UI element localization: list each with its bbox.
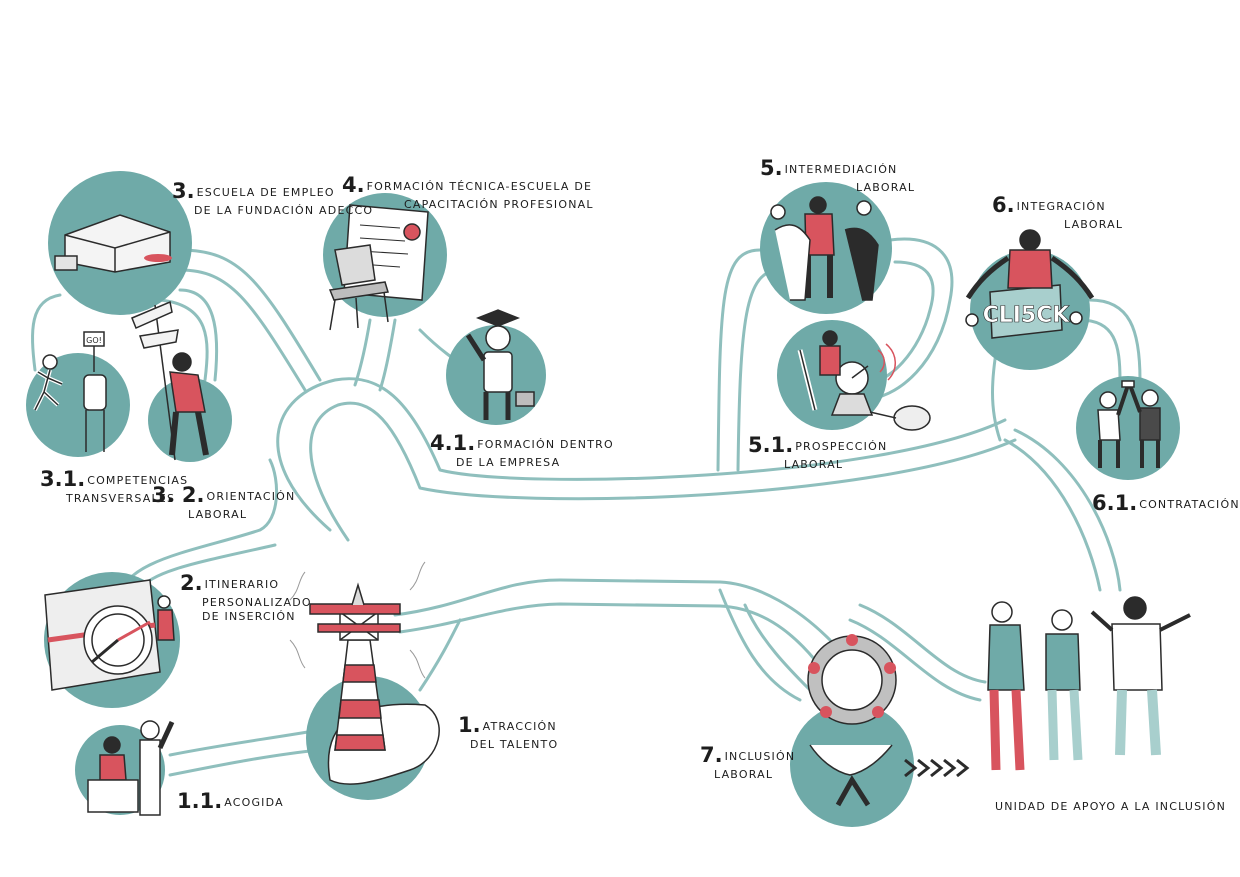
label-s41-number: 4.1. — [430, 431, 476, 455]
label-s61-number: 6.1. — [1092, 491, 1138, 515]
label-s5: 5.Intermediación laboral — [760, 155, 915, 195]
label-s11: 1.1.Acogida — [177, 788, 284, 814]
label-s11-title: Acogida — [224, 796, 284, 809]
go-sign-runner-icon: GO! — [33, 331, 107, 452]
circle-s61 — [1076, 376, 1180, 480]
label-s32-number: 3. 2. — [152, 483, 205, 507]
label-s3: 3.Escuela de empleo de la Fundación Adec… — [172, 178, 373, 218]
label-s2: 2.Itinerario personalizado de inserción — [180, 570, 312, 624]
label-s1-sub: del talento — [470, 738, 559, 752]
road-network — [31, 237, 1142, 777]
compass-map-icon — [44, 579, 175, 691]
label-s32-title: Orientación — [206, 490, 296, 503]
label-s51-title: Prospección — [795, 440, 888, 453]
label-s5-sub: laboral — [856, 181, 916, 195]
graduate-icon — [465, 309, 535, 420]
circle-s32 — [148, 378, 232, 462]
label-s61: 6.1.Contratación — [1092, 490, 1240, 516]
label-s6-sub: laboral — [1064, 218, 1124, 232]
label-s41-title: Formación dentro — [477, 438, 614, 451]
label-s6: 6.Integración laboral — [992, 192, 1123, 232]
label-s4-number: 4. — [342, 173, 365, 197]
label-s51-number: 5.1. — [748, 433, 794, 457]
label-s6-title: Integración — [1016, 200, 1106, 213]
label-s61-title: Contratación — [1139, 498, 1240, 511]
label-s1-number: 1. — [458, 713, 481, 737]
label-s2-sub: personalizado — [202, 596, 312, 610]
label-s31-sub: transversales — [66, 492, 176, 506]
lighthouse-icon — [289, 561, 440, 785]
high-five-icon — [1097, 380, 1161, 468]
label-s31: 3.1.Competencias transversales — [40, 466, 188, 506]
school-building-icon — [54, 214, 172, 273]
label-s1: 1.Atracción del talento — [458, 712, 558, 752]
label-support-unit: Unidad de apoyo a la inclusión — [995, 800, 1226, 814]
click-word: CLI5CK — [983, 303, 1071, 328]
label-s2-sub2: de inserción — [202, 610, 296, 623]
label-s7: 7.Inclusión laboral — [700, 742, 795, 782]
label-s3-number: 3. — [172, 179, 195, 203]
label-s3-sub: de la Fundación Adecco — [194, 204, 374, 218]
label-s7-title: Inclusión — [724, 750, 796, 763]
label-s31-title: Competencias — [87, 474, 189, 487]
support-unit-people — [987, 596, 1191, 771]
label-s51: 5.1.Prospección laboral — [748, 432, 887, 472]
reception-desk-icon — [87, 720, 175, 816]
label-s5-number: 5. — [760, 156, 783, 180]
click-puzzle-icon: CLI5CK — [965, 229, 1095, 339]
label-s2-title: Itinerario — [204, 578, 280, 591]
handshake-icon — [770, 196, 879, 301]
label-s41: 4.1.Formación dentro de la empresa — [430, 430, 614, 470]
label-s4-title: Formación técnica-Escuela de — [366, 180, 593, 193]
label-s4: 4.Formación técnica-Escuela de capacitac… — [342, 172, 594, 212]
go-sign-text: GO! — [86, 336, 102, 345]
label-s3-title: Escuela de empleo — [196, 186, 335, 199]
circle-s31 — [26, 353, 130, 457]
label-s31-number: 3.1. — [40, 467, 86, 491]
label-s32-sub: laboral — [188, 508, 248, 522]
label-s41-sub: de la empresa — [456, 456, 561, 470]
label-support-unit-text: Unidad de apoyo a la inclusión — [995, 800, 1227, 813]
hands-team-icon — [807, 634, 970, 807]
label-s11-number: 1.1. — [177, 789, 223, 813]
radar-icon — [797, 330, 931, 431]
diploma-chair-icon — [328, 204, 429, 331]
label-s4-sub: capacitación profesional — [404, 198, 594, 212]
label-s32: 3. 2.Orientación laboral — [152, 482, 295, 522]
signpost-icon — [131, 300, 209, 461]
label-s2-number: 2. — [180, 571, 203, 595]
label-s7-sub: laboral — [714, 768, 774, 782]
label-s5-title: Intermediación — [784, 163, 898, 176]
label-s6-number: 6. — [992, 193, 1015, 217]
label-s51-sub: laboral — [784, 458, 844, 472]
label-s7-number: 7. — [700, 743, 723, 767]
label-s1-title: Atracción — [482, 720, 557, 733]
